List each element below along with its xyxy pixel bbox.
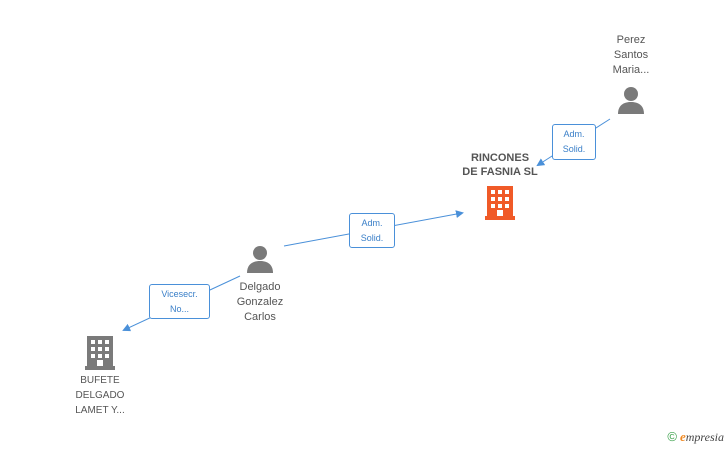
company-node-bufete-delgado[interactable]: BUFETE DELGADO LAMET Y...: [62, 336, 138, 418]
person-name-line-3: Maria...: [612, 64, 650, 76]
company-name-line-2: DELGADO: [75, 390, 125, 401]
edge-label-middle-to-bottom[interactable]: Vicesecr. No...: [149, 284, 210, 319]
person-name-line-3: Carlos: [244, 311, 276, 323]
person-name-line-1: Perez: [616, 34, 646, 46]
company-name-line-3: LAMET Y...: [75, 405, 125, 416]
empresia-logo-e: e: [679, 429, 686, 444]
focus-company-node[interactable]: RINCONES DE FASNIA SL: [448, 151, 552, 220]
person-name-line-1: Delgado: [239, 281, 281, 293]
edge-label-line-1: Vicesecr.: [161, 289, 198, 299]
edge-label-line-2: Solid.: [562, 144, 586, 154]
person-node-delgado-gonzalez[interactable]: Delgado Gonzalez Carlos: [224, 245, 296, 325]
edge-label-line-2: No...: [169, 304, 189, 314]
copyright-symbol: ©: [667, 429, 677, 444]
focus-company-name-line-2: DE FASNIA SL: [462, 166, 538, 178]
building-icon: [62, 336, 138, 370]
person-name-line-2: Santos: [613, 49, 649, 61]
edge-label-middle-to-focus[interactable]: Adm. Solid.: [349, 213, 395, 248]
empresia-logo-text: mpresia: [685, 430, 724, 444]
edge-label-line-1: Adm.: [361, 218, 383, 228]
company-name-line-1: BUFETE: [80, 375, 120, 386]
person-icon: [596, 86, 666, 116]
empresia-watermark: ©empresia: [667, 429, 724, 445]
focus-company-name-line-1: RINCONES: [470, 152, 530, 164]
building-icon: [448, 186, 552, 220]
edge-label-line-2: Solid.: [360, 233, 384, 243]
edge-label-line-1: Adm.: [563, 129, 585, 139]
person-icon: [224, 245, 296, 275]
person-node-perez-santos[interactable]: Perez Santos Maria...: [596, 33, 666, 116]
person-name-line-2: Gonzalez: [236, 296, 284, 308]
edge-label-top-to-focus[interactable]: Adm. Solid.: [552, 124, 596, 160]
